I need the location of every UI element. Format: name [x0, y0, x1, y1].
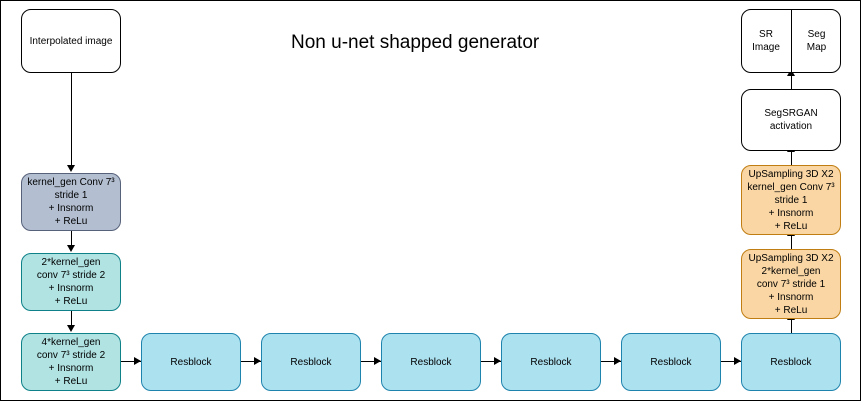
node-line-4: + ReLu — [54, 376, 88, 387]
arrowhead-conv1-to-conv2 — [67, 245, 75, 252]
node-segsrgan-activation[interactable]: SegSRGAN activation — [741, 89, 841, 151]
output-line-1: Seg — [807, 29, 826, 40]
node-line-2: stride 1 — [54, 190, 88, 201]
arrowhead-input-to-conv1 — [67, 165, 75, 172]
node-line-3: + Insnorm — [48, 283, 94, 294]
node-line-5: + ReLu — [774, 220, 808, 232]
edge-resblock-6-to-upsample-1 — [791, 319, 792, 334]
arrowhead-resblock-1-to-2 — [254, 357, 261, 365]
edge-upsample-2-to-activation — [791, 151, 792, 166]
edge-conv1-to-conv2 — [71, 231, 72, 249]
outputs-divider — [791, 9, 792, 73]
node-label: Resblock — [650, 356, 692, 368]
arrowhead-resblock-5-to-6 — [734, 357, 741, 365]
node-resblock-4[interactable]: Resblock — [501, 333, 601, 391]
edge-resblock-3-to-4 — [481, 361, 501, 362]
node-conv-block-2[interactable]: 2*kernel_gen conv 7³ stride 2 + Insnorm … — [21, 253, 121, 311]
arrowhead-resblock-4-to-5 — [614, 357, 621, 365]
output-sr-image[interactable]: SR Image — [741, 9, 791, 73]
output-line-2: Image — [752, 42, 780, 53]
arrowhead-resblock-2-to-3 — [374, 357, 381, 365]
node-label: Resblock — [410, 356, 452, 368]
node-resblock-2[interactable]: Resblock — [261, 333, 361, 391]
node-resblock-5[interactable]: Resblock — [621, 333, 721, 391]
output-line-1: SR — [759, 29, 773, 40]
node-line-2: conv 7³ stride 2 — [36, 350, 106, 361]
node-line-4: + ReLu — [54, 216, 88, 227]
node-line-4: + Insnorm — [768, 207, 814, 219]
edge-activation-to-outputs — [791, 75, 792, 90]
node-conv-block-3[interactable]: 4*kernel_gen conv 7³ stride 2 + Insnorm … — [21, 333, 121, 391]
arrowhead-conv3-to-resblock-1 — [134, 357, 141, 365]
node-line-3: + Insnorm — [48, 203, 94, 214]
node-resblock-3[interactable]: Resblock — [381, 333, 481, 391]
edge-input-to-conv1 — [71, 73, 72, 169]
page-title: Non u-net shapped generator — [291, 32, 540, 53]
node-upsample-block-2[interactable]: UpSampling 3D X2 kernel_gen Conv 7³ stri… — [741, 165, 841, 235]
node-line-3: + Insnorm — [48, 363, 94, 374]
node-label: Resblock — [170, 356, 212, 368]
edge-conv2-to-conv3 — [71, 311, 72, 329]
node-upsample-block-1[interactable]: UpSampling 3D X2 2*kernel_gen conv 7³ st… — [741, 249, 841, 319]
node-line-2: 2*kernel_gen — [761, 265, 821, 277]
node-label: Resblock — [530, 356, 572, 368]
node-line-2: activation — [769, 121, 813, 132]
node-line-5: + ReLu — [774, 304, 808, 316]
output-seg-map[interactable]: Seg Map — [792, 9, 841, 73]
output-line-2: Map — [806, 42, 827, 53]
edge-resblock-1-to-2 — [241, 361, 261, 362]
node-line-1: kernel_gen Conv 7³ — [27, 177, 115, 188]
node-label: Resblock — [770, 356, 812, 368]
edge-resblock-4-to-5 — [601, 361, 621, 362]
node-line-3: conv 7³ stride 1 — [756, 278, 826, 290]
edge-conv3-to-resblock-1 — [121, 361, 141, 362]
node-line-2: conv 7³ stride 2 — [36, 270, 106, 281]
node-line-4: + ReLu — [54, 296, 88, 307]
arrowhead-conv2-to-conv3 — [67, 325, 75, 332]
edge-resblock-2-to-3 — [361, 361, 381, 362]
node-line-3: stride 1 — [774, 194, 808, 206]
node-conv-block-1[interactable]: kernel_gen Conv 7³ stride 1 + Insnorm + … — [21, 173, 121, 231]
node-line-1: SegSRGAN — [764, 108, 818, 119]
node-line-1: UpSampling 3D X2 — [748, 168, 834, 180]
node-resblock-1[interactable]: Resblock — [141, 333, 241, 391]
node-line-4: + Insnorm — [768, 291, 814, 303]
edge-resblock-5-to-6 — [721, 361, 741, 362]
node-line-1: 4*kernel_gen — [41, 337, 101, 348]
node-label: Resblock — [290, 356, 332, 368]
node-line-1: UpSampling 3D X2 — [748, 252, 834, 264]
node-line-2: kernel_gen Conv 7³ — [747, 181, 835, 193]
node-interpolated-image[interactable]: Interpolated image — [21, 9, 121, 73]
arrowhead-resblock-3-to-4 — [494, 357, 501, 365]
node-resblock-6[interactable]: Resblock — [741, 333, 841, 391]
node-label: Interpolated image — [29, 35, 113, 47]
node-line-1: 2*kernel_gen — [41, 257, 101, 268]
edge-upsample-1-to-2 — [791, 235, 792, 250]
